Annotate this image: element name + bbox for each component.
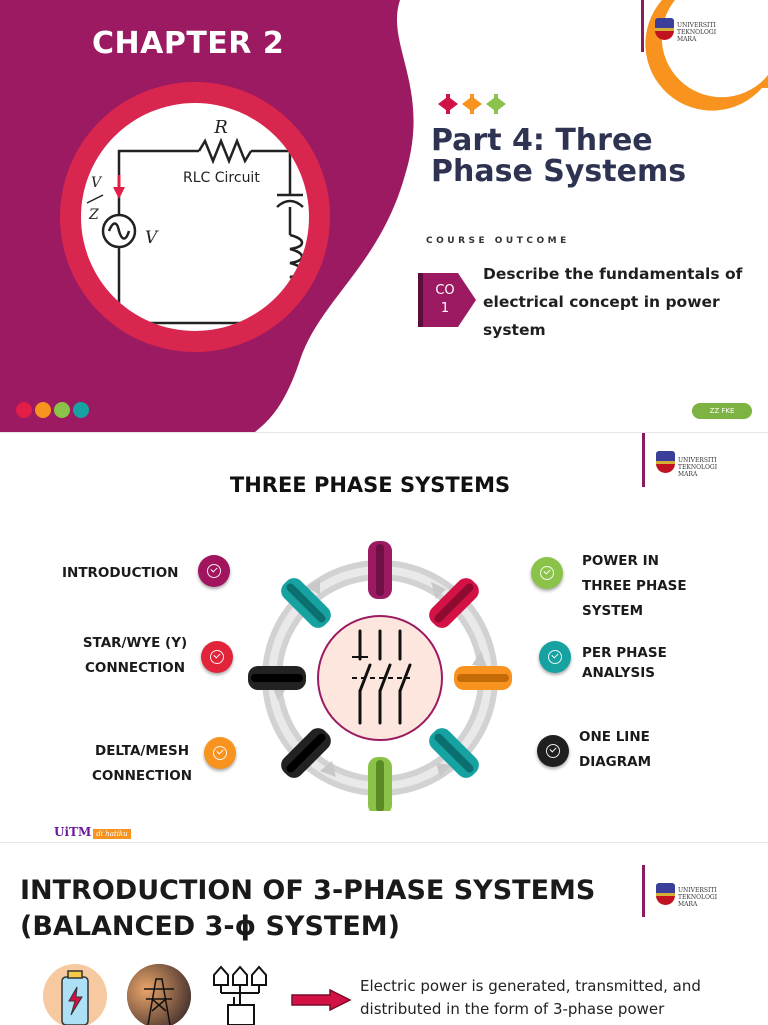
delta-line-1: DELTA/MESH	[94, 743, 189, 759]
crest-icon	[656, 882, 675, 905]
power-line-2: THREE PHASE	[582, 578, 687, 594]
slide-introduction: UNIVERSITI TEKNOLOGI MARA INTRODUCTION O…	[0, 842, 768, 1025]
transmission-tower-icon	[127, 964, 191, 1025]
part-title-line-2: Phase Systems	[431, 154, 687, 189]
intro-description: Electric power is generated, transmitted…	[360, 975, 701, 1021]
intro-title: INTRODUCTION OF 3-PHASE SYSTEMS (BALANCE…	[20, 873, 595, 945]
rlc-circuit-diagram: R RLC Circuit V V Z	[86, 117, 304, 331]
power-plant-icon	[43, 964, 107, 1025]
uitm-footer-main: UiTM	[54, 825, 92, 839]
intro-desc-line-1: Electric power is generated, transmitted…	[360, 977, 701, 995]
resistor-label: R	[213, 117, 228, 138]
co-tag: CO 1	[418, 273, 478, 327]
logo-text-2: TEKNOLOGI	[678, 464, 718, 471]
dot-3	[54, 402, 70, 418]
slide-title: THREE PHASE SYSTEMS	[229, 473, 511, 497]
delta-line-2: CONNECTION	[91, 768, 193, 784]
perphase-line-1: PER PHASE	[582, 645, 667, 661]
uitm-logo: UNIVERSITI TEKNOLOGI MARA	[642, 433, 717, 487]
logo-text-3: MARA	[678, 901, 698, 908]
outcome-line-3: system	[483, 321, 546, 339]
circuit-image: R RLC Circuit V V Z	[81, 103, 309, 331]
introduction-line-1: INTRODUCTION	[62, 565, 179, 581]
star-line-1: STAR/WYE (Y)	[82, 635, 188, 651]
uitm-logo: UNIVERSITI TEKNOLOGI MARA	[641, 0, 716, 52]
slide-three-phase-overview: UNIVERSITI TEKNOLOGI MARA THREE PHASE SY…	[0, 432, 768, 843]
dot-4	[73, 402, 89, 418]
power-check-icon	[531, 557, 563, 589]
course-outcome-label: COURSE OUTCOME	[426, 236, 570, 246]
logo-text-1: UNIVERSITI	[678, 457, 717, 464]
power-line-1: POWER IN	[582, 553, 659, 569]
vz-numerator: V	[91, 175, 103, 191]
power-line-3: SYSTEM	[582, 603, 644, 619]
introduction-check-icon	[198, 555, 230, 587]
oneline-check-icon	[537, 735, 569, 767]
color-dots	[16, 402, 89, 422]
perphase-line-2: ANALYSIS	[582, 665, 655, 681]
part-title-line-1: Part 4: Three	[431, 123, 653, 158]
intro-title-line-2: (BALANCED 3-ϕ SYSTEM)	[20, 911, 400, 942]
logo-text-2: TEKNOLOGI	[678, 894, 718, 901]
part-title: Part 4: Three Phase Systems	[431, 125, 686, 187]
dot-1	[16, 402, 32, 418]
dot-2	[35, 402, 51, 418]
item-perphase-label: PER PHASE ANALYSIS	[582, 643, 667, 683]
cycle-diagram	[248, 541, 512, 811]
delta-check-icon	[204, 737, 236, 769]
item-star-label: STAR/WYE (Y) CONNECTION	[74, 631, 196, 681]
logo-text-1: UNIVERSITI	[678, 887, 717, 894]
logo-text-3: MARA	[677, 36, 697, 43]
crest-icon	[656, 451, 675, 474]
star-line-2: CONNECTION	[84, 660, 186, 676]
intro-title-line-1: INTRODUCTION OF 3-PHASE SYSTEMS	[20, 875, 596, 906]
logo-text-2: TEKNOLOGI	[677, 29, 717, 36]
circuit-label: RLC Circuit	[183, 170, 260, 186]
accent-diamonds-icon	[438, 94, 506, 114]
item-power-label: POWER IN THREE PHASE SYSTEM	[582, 549, 687, 624]
footer-tag: ZZ FKE	[692, 403, 752, 419]
distribution-network-icon	[213, 965, 267, 1025]
item-delta-label: DELTA/MESH CONNECTION	[80, 739, 204, 789]
chapter-heading: CHAPTER 2	[92, 26, 285, 61]
item-introduction-label: INTRODUCTION	[62, 561, 178, 586]
intro-desc-line-2: distributed in the form of 3-phase power	[360, 1000, 665, 1018]
course-outcome-text: Describe the fundamentals of electrical …	[483, 260, 742, 344]
uitm-footer-script: di hatiku	[93, 829, 131, 839]
item-oneline-label: ONE LINE DIAGRAM	[579, 725, 651, 775]
vz-denominator: Z	[88, 207, 99, 223]
source-label: V	[145, 228, 159, 248]
star-check-icon	[201, 641, 233, 673]
circuit-image-frame: R RLC Circuit V V Z	[60, 82, 330, 352]
outcome-line-2: electrical concept in power	[483, 293, 720, 311]
co-tag-line-2: 1	[440, 301, 450, 316]
right-arrow-icon	[291, 989, 352, 1011]
logo-text-3: MARA	[678, 471, 698, 478]
co-tag-line-1: CO	[435, 283, 455, 298]
crest-icon	[655, 17, 674, 40]
outcome-line-1: Describe the fundamentals of	[483, 265, 743, 283]
uitm-logo: UNIVERSITI TEKNOLOGI MARA	[642, 865, 717, 917]
oneline-line-1: ONE LINE	[579, 729, 650, 745]
oneline-line-2: DIAGRAM	[579, 754, 652, 770]
slide-chapter-cover: CHAPTER 2	[0, 0, 768, 432]
logo-text-1: UNIVERSITI	[677, 22, 716, 29]
perphase-check-icon	[539, 641, 571, 673]
